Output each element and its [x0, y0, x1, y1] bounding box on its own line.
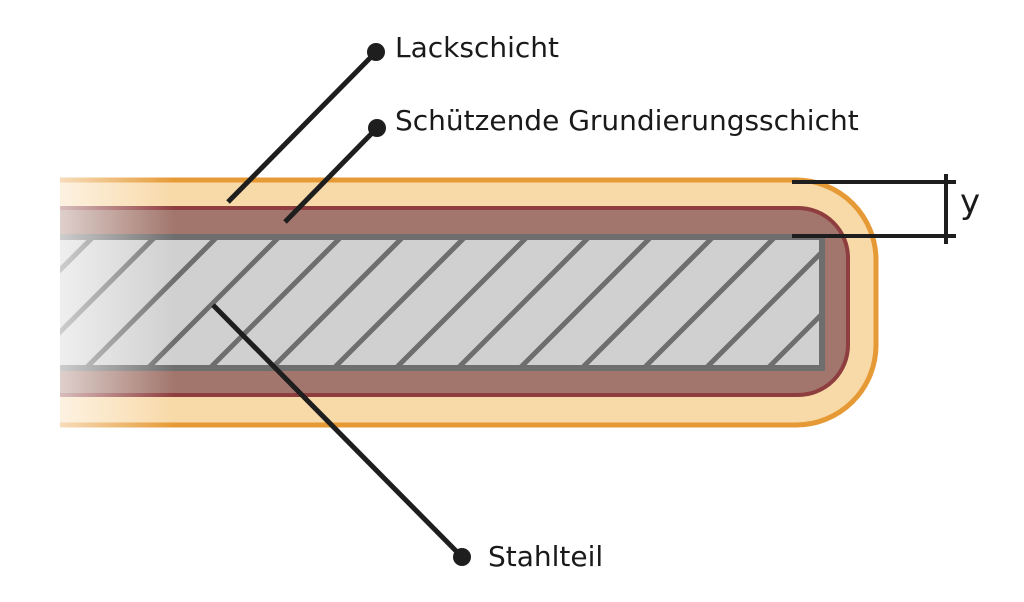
left-cut — [0, 170, 60, 435]
hatch-line — [208, 237, 343, 368]
hatch-line — [580, 237, 715, 368]
label-primer-layer: Schützende Grundierungsschicht — [395, 104, 859, 137]
label-steel-part: Stahlteil — [488, 540, 604, 573]
leader-dot-paint — [367, 43, 385, 61]
hatch-line — [642, 237, 777, 368]
label-thickness-y: y — [960, 182, 981, 222]
leader-dot-primer — [368, 119, 386, 137]
hatch-line — [892, 237, 1023, 368]
hatch-line — [270, 237, 405, 368]
hatch-line — [332, 237, 467, 368]
label-paint-layer: Lackschicht — [395, 31, 559, 64]
hatch-line — [704, 248, 822, 368]
leader-primer — [283, 126, 379, 224]
hatch-line — [456, 237, 591, 368]
hatch-line — [766, 310, 822, 368]
hatch-line — [954, 237, 1024, 368]
leader-paint — [226, 50, 378, 204]
hatch-line — [394, 237, 529, 368]
steel-outline — [0, 234, 825, 371]
hatch-line — [518, 237, 653, 368]
leader-lines — [211, 43, 956, 566]
leader-steel — [211, 303, 464, 559]
leader-dot-steel — [453, 548, 471, 566]
